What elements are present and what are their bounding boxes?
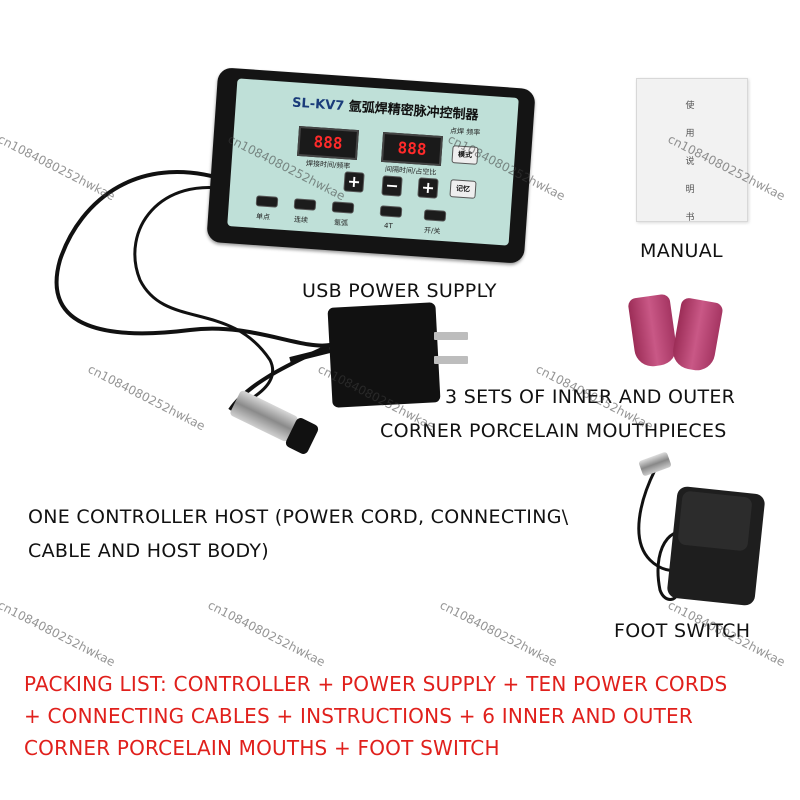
memory-label: 记忆: [455, 184, 471, 194]
packing-list-line3: CORNER PORCELAIN MOUTHS + FOOT SWITCH: [24, 736, 500, 760]
button-argon: [331, 201, 355, 214]
manual-char: 说: [685, 157, 695, 167]
packing-list-line1: PACKING LIST: CONTROLLER + POWER SUPPLY …: [24, 672, 728, 696]
display-right: 888: [381, 131, 443, 167]
label-manual: MANUAL: [640, 240, 723, 262]
manual-char: 使: [685, 101, 695, 111]
packing-list-line2: + CONNECTING CABLES + INSTRUCTIONS + 6 I…: [24, 704, 693, 728]
manual-booklet: [636, 78, 748, 222]
memory-button: 记忆: [449, 179, 477, 199]
label-porcelain-line1: 3 SETS OF INNER AND OUTER: [445, 386, 736, 408]
adapter-prong-top: [434, 332, 468, 340]
label-controller-line2: CABLE AND HOST BODY): [28, 540, 270, 562]
button-onoff: [423, 209, 447, 222]
manual-char: 书: [685, 213, 695, 223]
button-label-4t: 4T: [383, 221, 394, 231]
controller-cable-loop: [133, 186, 275, 407]
minus-right-icon: −: [381, 175, 403, 197]
button-label-onoff: 开/关: [423, 226, 441, 236]
button-4t: [379, 205, 403, 218]
usb-power-adapter: [327, 302, 441, 408]
label-controller-line1: ONE CONTROLLER HOST (POWER CORD, CONNECT…: [28, 506, 569, 528]
plus-right-icon: +: [417, 177, 439, 199]
button-label-argon: 氩弧: [333, 218, 349, 228]
button-single: [255, 195, 279, 208]
manual-cover-text: 使 用 说 明 书: [683, 92, 697, 232]
label-foot-switch: FOOT SWITCH: [614, 620, 751, 642]
button-label-single: 单点: [255, 212, 271, 222]
manual-char: 明: [685, 185, 695, 195]
adapter-prong-bottom: [434, 356, 468, 364]
display-left: 888: [297, 125, 359, 161]
manual-char: 用: [685, 129, 695, 139]
button-label-continuous: 连续: [293, 215, 309, 225]
button-continuous: [293, 198, 317, 211]
label-porcelain-line2: CORNER PORCELAIN MOUTHPIECES: [380, 420, 727, 442]
foot-switch-top: [677, 490, 753, 552]
label-usb-power: USB POWER SUPPLY: [302, 280, 497, 302]
usb-cable: [289, 347, 331, 363]
